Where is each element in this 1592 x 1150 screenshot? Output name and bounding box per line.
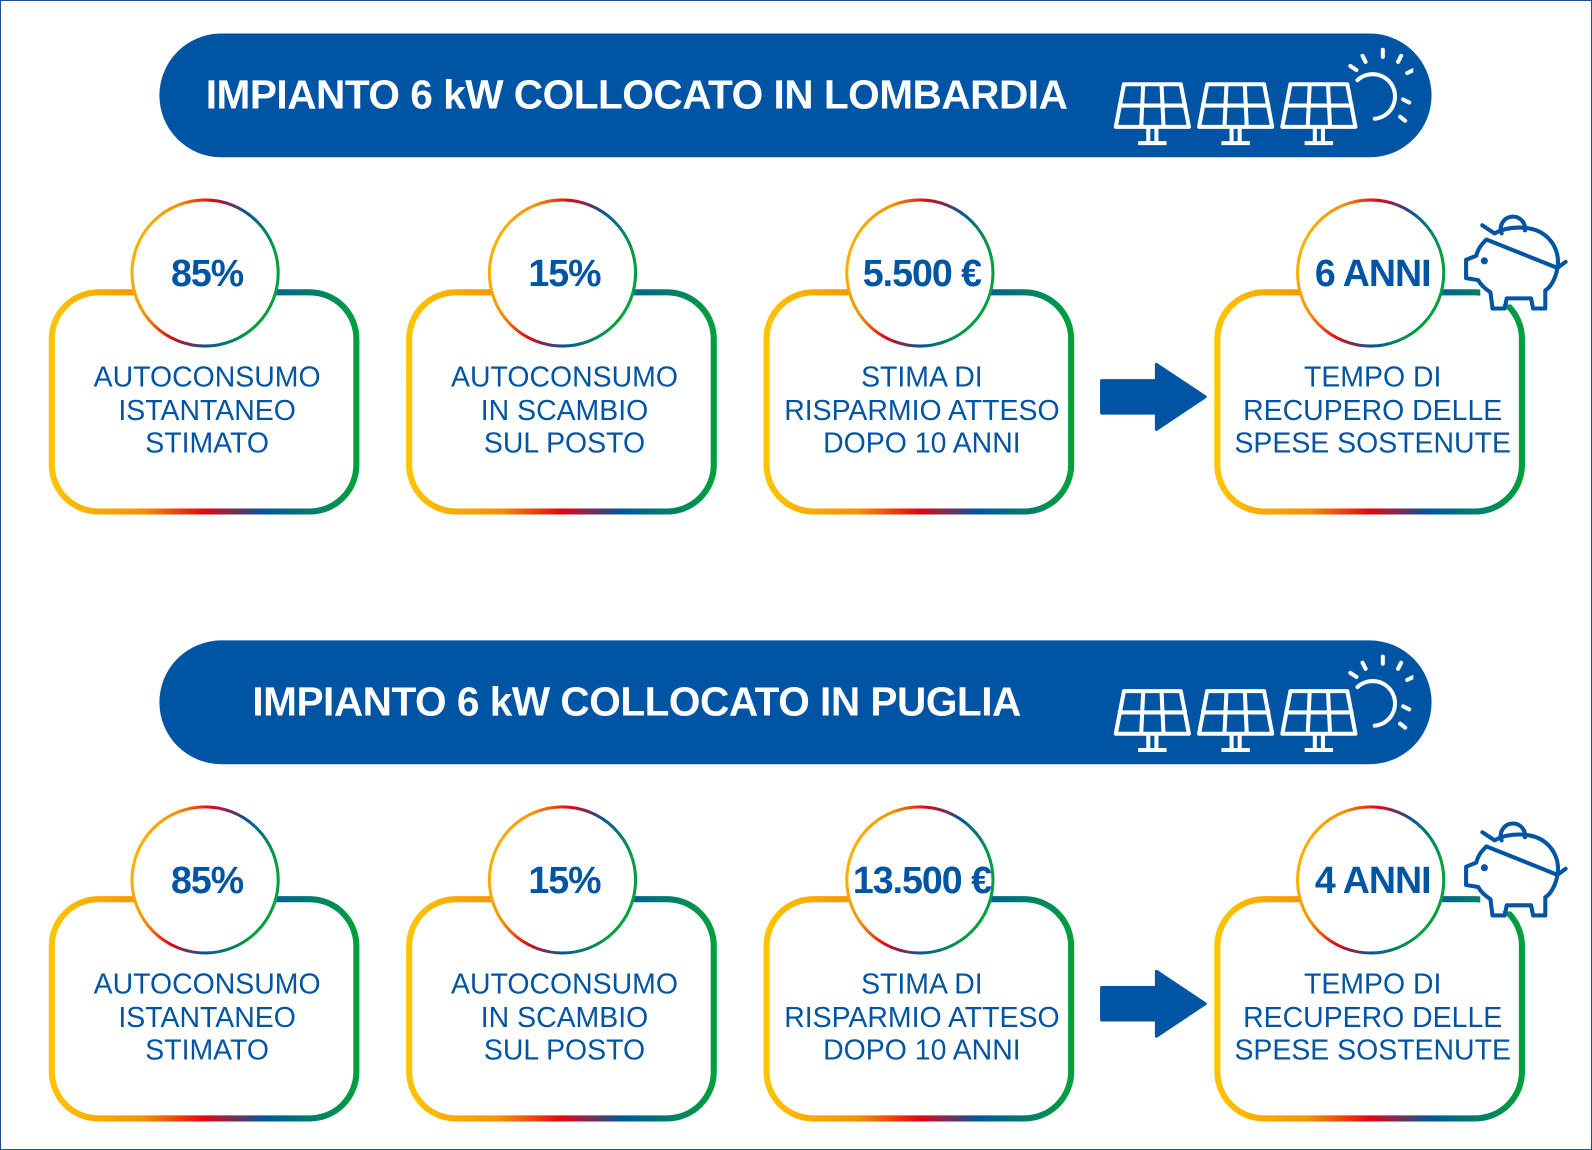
stat-value: 5.500 € — [862, 252, 982, 295]
card-border — [1214, 198, 1525, 515]
card-border — [406, 805, 717, 1122]
stat-label-line: SPESE SOSTENUTE — [1234, 427, 1511, 459]
card-border — [763, 805, 1075, 1122]
stat-label-line: SUL POSTO — [483, 427, 646, 459]
card-border — [406, 198, 717, 515]
section-title: IMPIANTO 6 kW COLLOCATO IN LOMBARDIA — [205, 73, 1068, 118]
piggy-bank-icon — [1464, 821, 1568, 918]
stat-value: 13.500 € — [852, 859, 992, 902]
stat-value: 6 ANNI — [1314, 252, 1432, 295]
stat-label-line: ISTANTANEO — [118, 394, 296, 426]
stat-label-line: ISTANTANEO — [118, 1001, 296, 1033]
stat-label-line: STIMA DI — [861, 361, 983, 393]
stat-label-line: AUTOCONSUMO — [451, 361, 678, 393]
section-banner: IMPIANTO 6 kW COLLOCATO IN PUGLIA — [159, 640, 1432, 765]
card-border — [48, 198, 360, 515]
stat-label-line: DOPO 10 ANNI — [823, 427, 1021, 459]
stat-label-line: RISPARMIO ATTESO — [784, 394, 1060, 426]
section-title: IMPIANTO 6 kW COLLOCATO IN PUGLIA — [252, 679, 1021, 725]
stat-label-line: IN SCAMBIO — [480, 394, 649, 426]
stat-value: 15% — [528, 252, 601, 295]
stat-label-line: AUTOCONSUMO — [451, 968, 678, 1000]
section-banner: IMPIANTO 6 kW COLLOCATO IN LOMBARDIA — [159, 33, 1432, 158]
stat-value: 85% — [171, 252, 244, 295]
stat-value: 85% — [171, 859, 244, 902]
stat-label-line: SPESE SOSTENUTE — [1234, 1034, 1511, 1066]
stat-label-line: TEMPO DI — [1303, 361, 1442, 393]
stat-label-line: AUTOCONSUMO — [93, 968, 321, 1000]
stat-label-line: RECUPERO DELLE — [1243, 1001, 1503, 1033]
stat-label-line: RISPARMIO ATTESO — [784, 1001, 1060, 1033]
stat-value: 4 ANNI — [1314, 859, 1432, 902]
stat-label-line: STIMA DI — [861, 968, 983, 1000]
card-border — [763, 198, 1075, 515]
stat-label-line: RECUPERO DELLE — [1243, 394, 1503, 426]
stat-label-line: SUL POSTO — [483, 1034, 646, 1066]
stat-label-line: STIMATO — [145, 1034, 269, 1066]
arrow-right-icon — [1100, 362, 1207, 431]
stat-value: 15% — [528, 859, 601, 902]
piggy-bank-icon — [1464, 214, 1568, 311]
stat-label-line: TEMPO DI — [1303, 968, 1442, 1000]
stat-label-line: DOPO 10 ANNI — [823, 1034, 1021, 1066]
solar-panels-sun-icon — [1113, 654, 1414, 753]
stat-label-line: AUTOCONSUMO — [93, 361, 321, 393]
solar-panels-sun-icon — [1113, 47, 1414, 146]
stat-label-line: STIMATO — [145, 427, 269, 459]
card-border — [48, 805, 360, 1122]
stat-label-line: IN SCAMBIO — [480, 1001, 649, 1033]
arrow-right-icon — [1100, 969, 1207, 1038]
card-border — [1214, 805, 1525, 1122]
